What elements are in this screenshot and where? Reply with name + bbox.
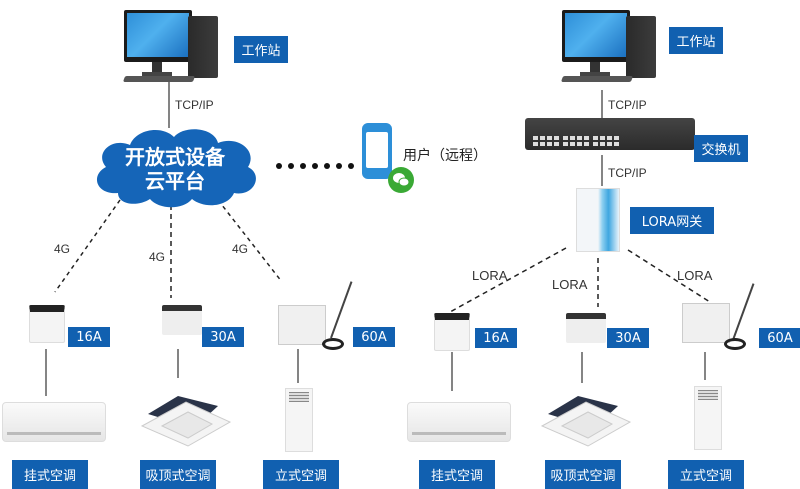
smart-socket-16a-left xyxy=(29,305,65,343)
switch-label: 交换机 xyxy=(694,135,748,162)
ac-type-label-ceiling-left: 吸顶式空调 xyxy=(140,460,216,489)
ac-type-label-wall-left: 挂式空调 xyxy=(12,460,88,489)
workstation-label-left: 工作站 xyxy=(234,36,288,63)
link-label-4g-2: 4G xyxy=(149,250,166,264)
smart-meter-60a-right xyxy=(682,303,730,343)
link-label-lora-3: LORA xyxy=(677,268,713,283)
rating-tag-30a-right: 30A xyxy=(607,328,649,348)
gateway-label: LORA网关 xyxy=(630,207,714,234)
floor-standing-ac-right xyxy=(694,386,722,450)
link-label-tcpip-right-switch: TCP/IP xyxy=(608,166,647,180)
smartphone-icon xyxy=(362,123,392,179)
floor-standing-ac-left xyxy=(285,388,313,452)
link-label-4g-1: 4G xyxy=(54,242,71,256)
cloud-platform-title: 开放式设备 云平台 xyxy=(100,145,250,193)
smart-meter-60a-left xyxy=(278,305,326,345)
ac-type-label-ceiling-right: 吸顶式空调 xyxy=(545,460,621,489)
line-cloud-socket xyxy=(54,199,121,293)
rating-tag-60a-left: 60A xyxy=(353,327,395,347)
workstation-label-right: 工作站 xyxy=(669,27,723,54)
ac-type-label-floor-left: 立式空调 xyxy=(263,460,339,489)
smart-socket-16a-right xyxy=(434,313,470,351)
wall-mounted-ac-left xyxy=(2,402,106,442)
antenna-cable-icon xyxy=(322,338,344,350)
line-gateway-meter xyxy=(627,249,711,303)
cloud-platform-icon xyxy=(96,129,256,208)
link-label-lora-2: LORA xyxy=(552,277,588,292)
smart-breaker-30a-right xyxy=(566,313,606,343)
rating-tag-30a-left: 30A xyxy=(202,327,244,347)
remote-user-label: 用户（远程） xyxy=(403,148,487,164)
cloud-title-line1: 开放式设备 xyxy=(125,145,225,169)
ceiling-cassette-ac-left xyxy=(140,396,232,447)
cloud-title-line2: 云平台 xyxy=(145,169,205,193)
link-label-lora-1: LORA xyxy=(472,268,508,283)
ceiling-cassette-ac-right xyxy=(540,396,632,447)
rating-tag-16a-right: 16A xyxy=(475,328,517,348)
antenna-cable-icon xyxy=(724,338,746,350)
link-label-tcpip-right-top: TCP/IP xyxy=(608,98,647,112)
smart-breaker-30a-left xyxy=(162,305,202,335)
wall-mounted-ac-right xyxy=(407,402,511,442)
line-gateway-socket xyxy=(449,247,567,313)
link-label-4g-3: 4G xyxy=(232,242,249,256)
wechat-icon xyxy=(388,167,414,193)
lora-gateway-icon xyxy=(576,188,620,252)
rating-tag-60a-right: 60A xyxy=(759,328,800,348)
rating-tag-16a-left: 16A xyxy=(68,327,110,347)
ac-type-label-wall-right: 挂式空调 xyxy=(419,460,495,489)
network-switch-icon xyxy=(525,118,695,150)
ac-type-label-floor-right: 立式空调 xyxy=(668,460,744,489)
line-cloud-meter xyxy=(217,199,283,283)
link-label-tcpip-left: TCP/IP xyxy=(175,98,214,112)
